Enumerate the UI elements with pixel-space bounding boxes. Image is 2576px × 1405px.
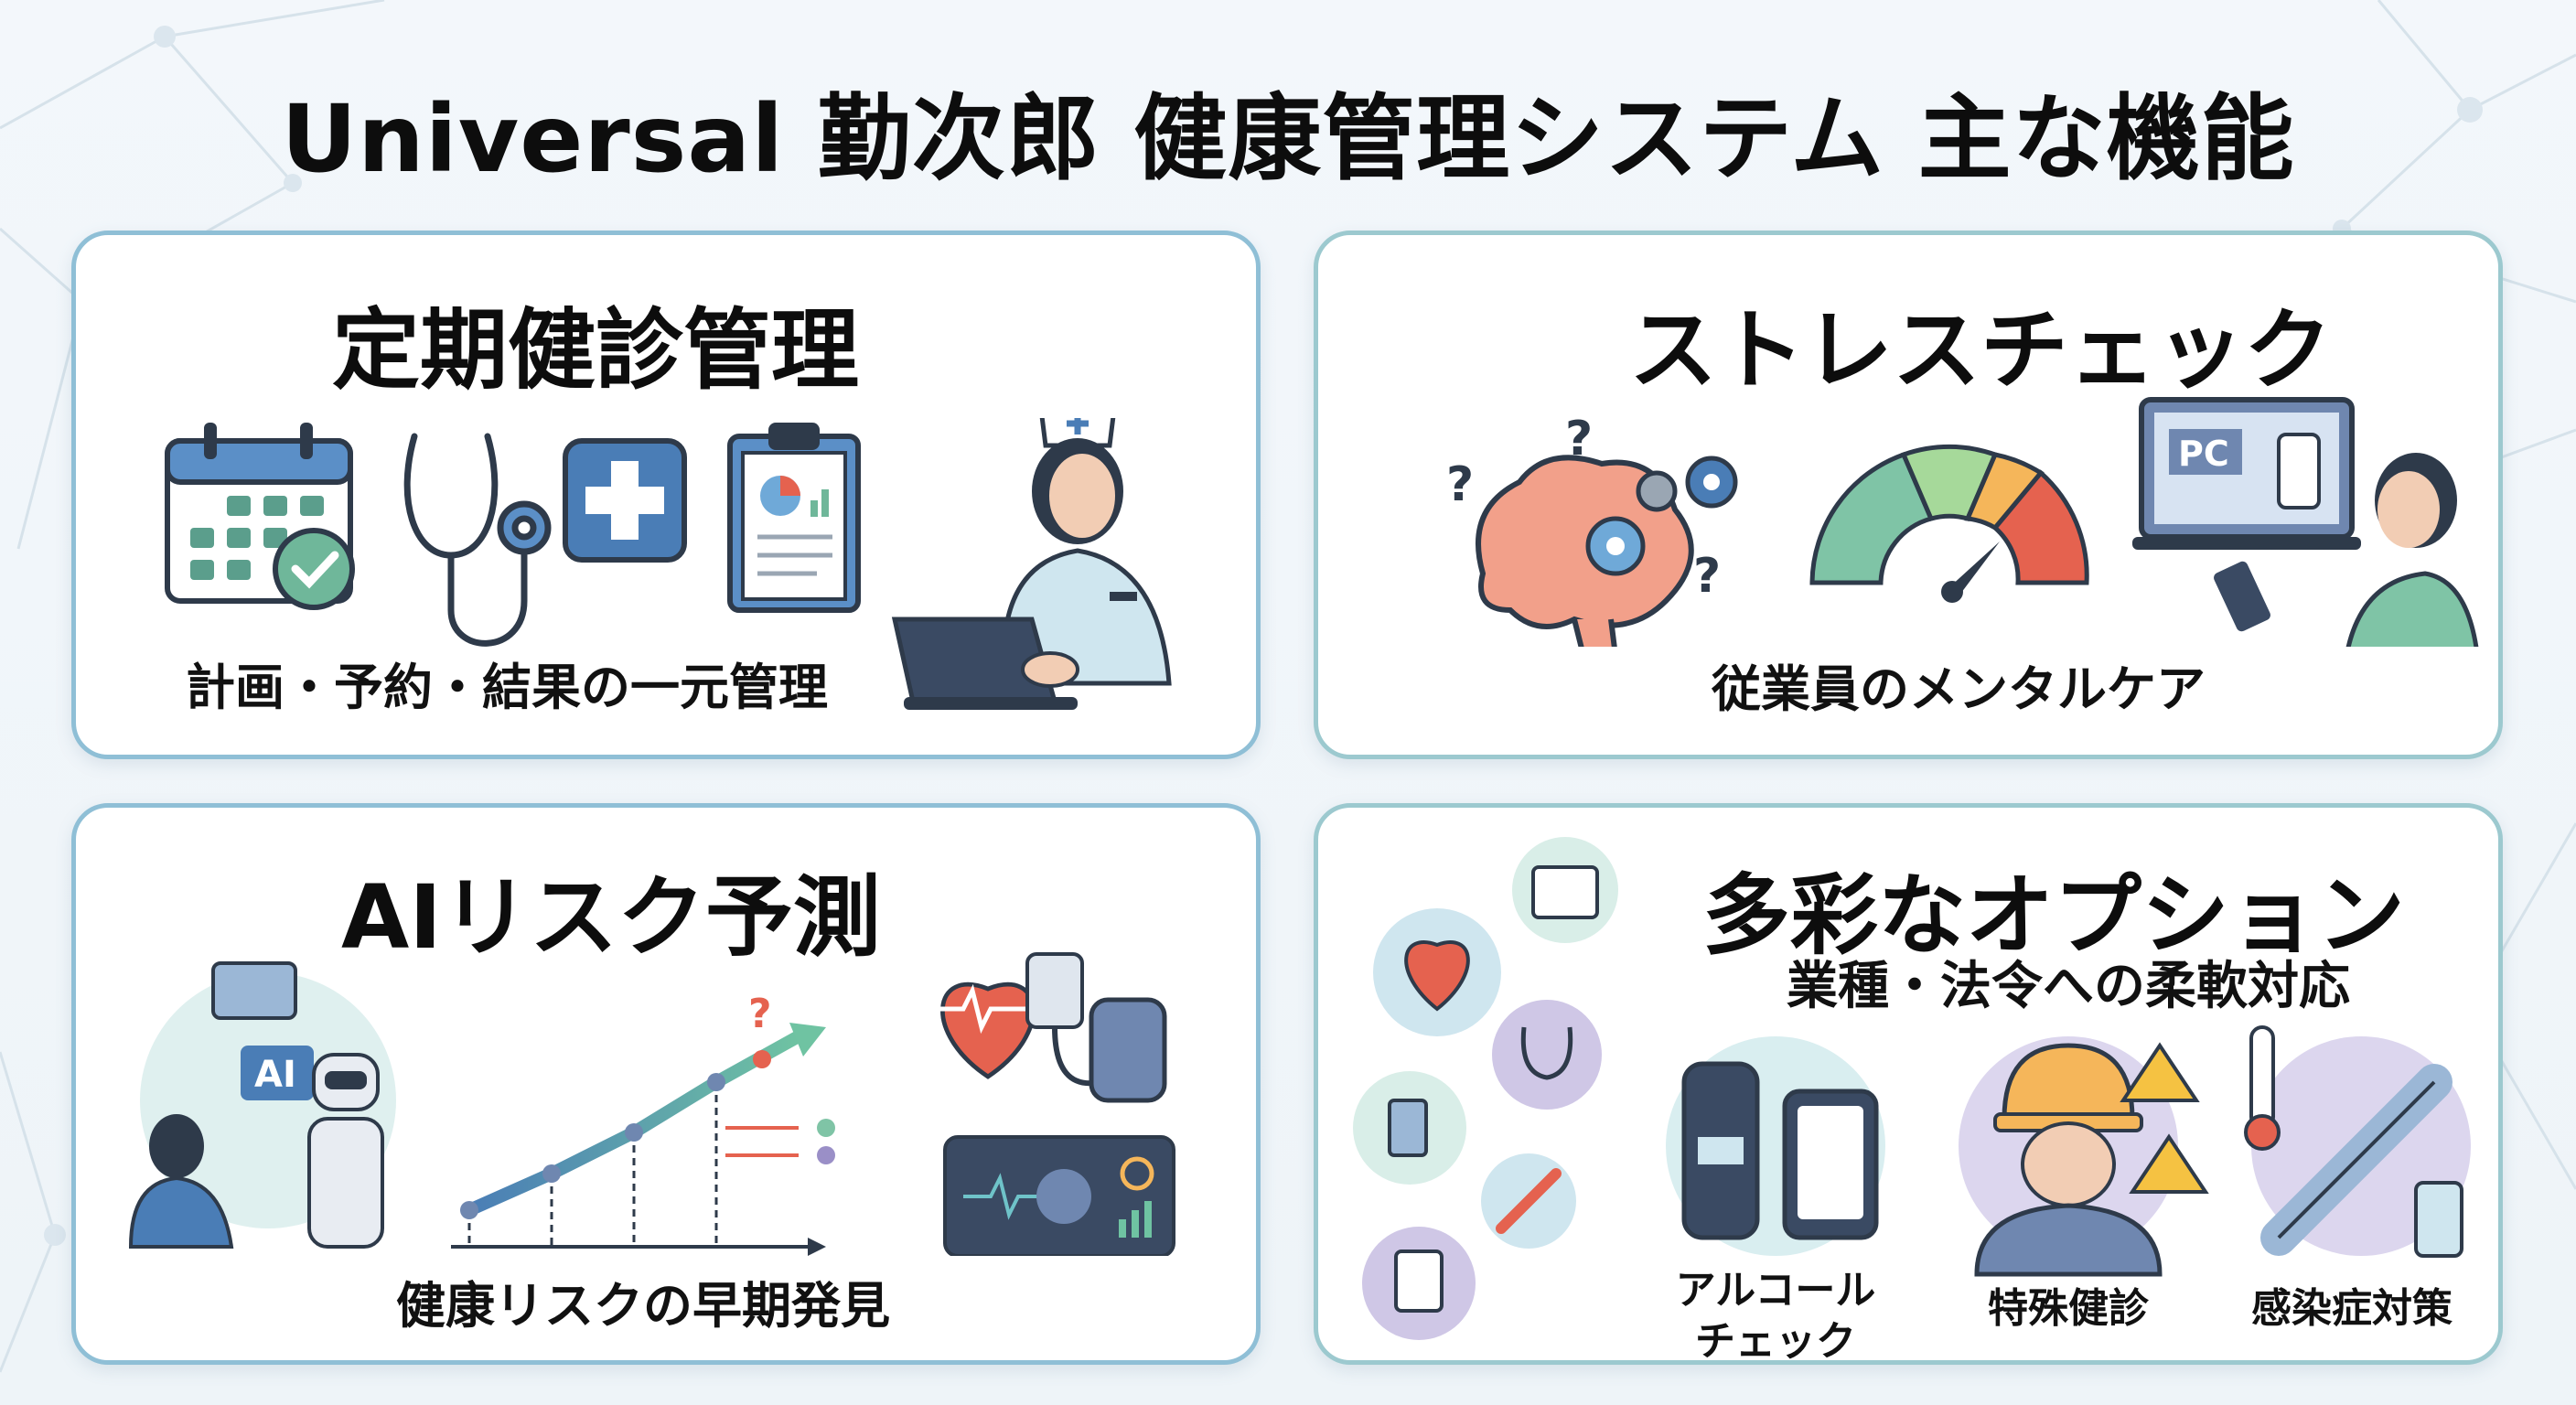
card-title: ストレスチェック — [1629, 299, 2332, 402]
nurse-laptop-icon — [891, 418, 1172, 710]
option-alcohol-check[interactable]: アルコール チェック — [1648, 1265, 1904, 1365]
card-subtitle: 健康リスクの早期発見 — [396, 1277, 890, 1335]
page-title: Universal 勤次郎 健康管理システム 主な機能 — [281, 85, 2295, 194]
card-title: AIリスク予測 — [341, 866, 882, 969]
heart-monitor-icon — [936, 952, 1167, 1103]
checkup-illustrations — [165, 418, 1172, 710]
option-bubble-icons — [1353, 837, 1618, 1340]
ai-robot-chat-icon: AI — [128, 961, 396, 1249]
card-title: 多彩なオプション — [1702, 864, 2405, 967]
card-ai-risk[interactable]: AIリスク予測 健康リスクの早期発見 AI — [71, 803, 1261, 1365]
stress-gauge-icon — [1809, 444, 2089, 603]
option-special-checkup[interactable]: 特殊健診 — [1949, 1283, 2187, 1335]
svg-text:?: ? — [748, 991, 772, 1037]
brain-gears-icon: ? ? ? — [1446, 412, 1738, 647]
card-options[interactable]: 多彩なオプション 業種・法令への柔軟対応 — [1314, 803, 2503, 1365]
option-label: アルコール チェック — [1675, 1267, 1876, 1365]
ai-label: AI — [254, 1054, 296, 1096]
dashboard-icon — [943, 1135, 1175, 1256]
svg-text:?: ? — [1446, 457, 1474, 512]
pc-user-icon: PC — [2132, 397, 2479, 647]
card-title: 定期健診管理 — [332, 299, 859, 402]
ai-illustrations: AI ? — [128, 952, 1175, 1256]
stethoscope-icon — [1492, 1000, 1602, 1110]
clipboard-icon — [1362, 1227, 1476, 1340]
card-subtitle: 計画・予約・結果の一元管理 — [186, 659, 828, 716]
card-stress-check[interactable]: ストレスチェック 従業員のメンタルケア ? ? ? — [1314, 231, 2503, 759]
option-feature-icons — [1666, 1025, 2471, 1277]
syringe-icon — [1481, 1153, 1576, 1249]
thermometer-icon — [2244, 1025, 2471, 1258]
option-label: 感染症対策 — [2251, 1285, 2453, 1332]
trend-chart-icon: ? — [451, 991, 835, 1256]
stress-illustrations: ? ? ? PC — [1446, 397, 2479, 647]
calendar-icon — [1512, 837, 1618, 943]
card-subtitle: 従業員のメンタルケア — [1712, 660, 2206, 718]
medical-cross-icon — [563, 438, 687, 563]
stethoscope-icon — [403, 433, 552, 647]
option-label: 特殊健診 — [1988, 1285, 2149, 1332]
pc-label: PC — [2178, 434, 2229, 474]
breathalyzer-icon — [1666, 1036, 1885, 1256]
vial-icon — [1353, 1071, 1466, 1185]
card-regular-checkup[interactable]: 定期健診管理 計画・予約・結果の一元管理 — [71, 231, 1261, 759]
heart-icon — [1373, 908, 1501, 1036]
hardhat-worker-icon — [1959, 1036, 2209, 1277]
calendar-check-icon — [165, 423, 355, 610]
option-infection-control[interactable]: 感染症対策 — [2233, 1283, 2471, 1335]
card-subtitle: 業種・法令への柔軟対応 — [1787, 957, 2350, 1016]
svg-text:?: ? — [1693, 549, 1721, 604]
clipboard-chart-icon — [727, 423, 861, 613]
